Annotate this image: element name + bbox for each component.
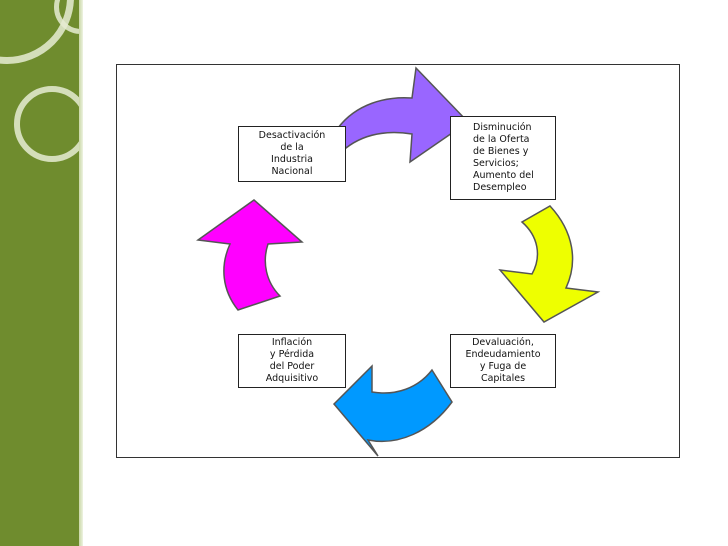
- arrow-disminucion-to-devaluacion: [498, 205, 601, 323]
- decorative-sidebar: [0, 0, 79, 546]
- arrow-inflacion-to-desactivacion: [196, 199, 304, 311]
- box-devaluacion-endeudamiento: Devaluación, Endeudamiento y Fuga de Cap…: [450, 334, 556, 388]
- decorative-ring: [14, 86, 79, 162]
- arrow-devaluacion-to-inflacion: [332, 364, 453, 457]
- sidebar-edge: [79, 0, 83, 546]
- box-inflacion-poder: Inflación y Pérdida del Poder Adquisitiv…: [238, 334, 346, 388]
- box-desactivacion-industria: Desactivación de la Industria Nacional: [238, 126, 346, 182]
- box-disminucion-oferta: Disminución de la Oferta de Bienes y Ser…: [450, 116, 556, 200]
- arrow-desactivacion-to-disminucion: [337, 66, 470, 164]
